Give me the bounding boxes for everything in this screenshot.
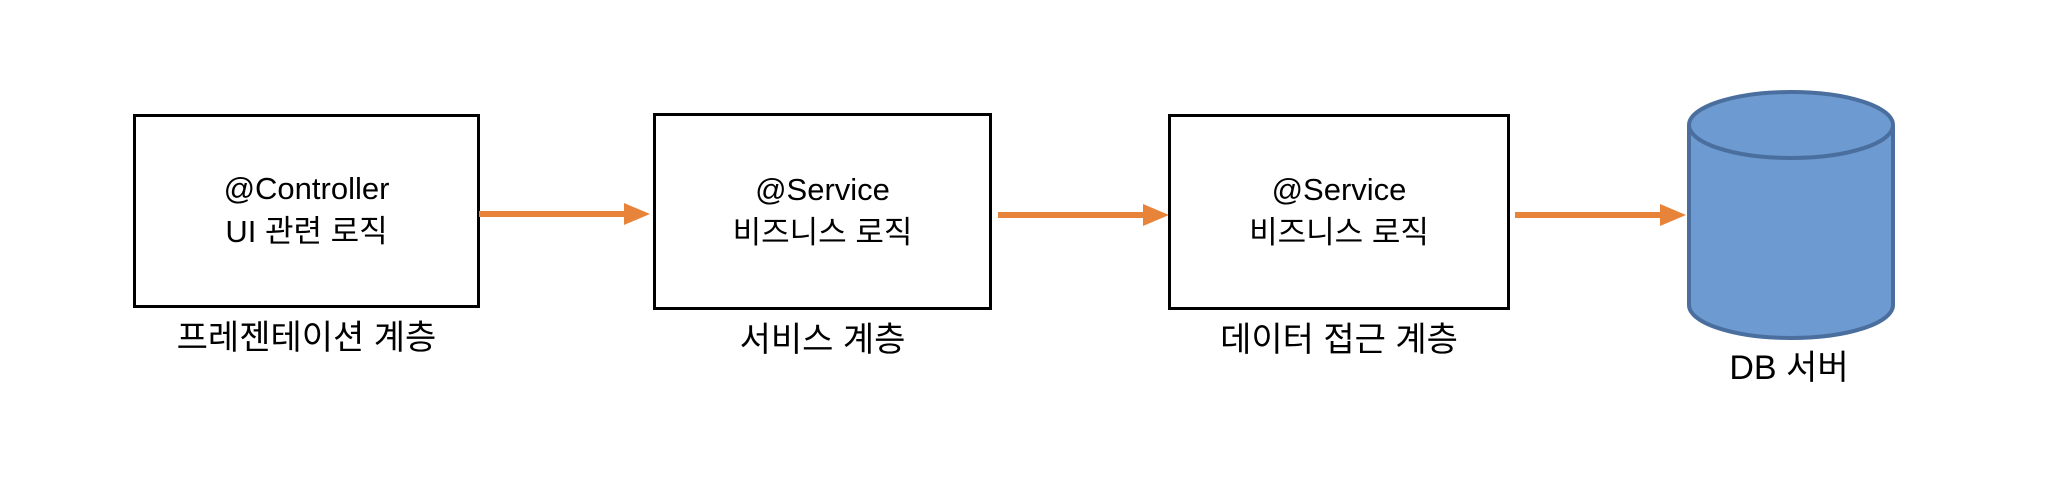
presentation-layer-label: 프레젠테이션 계층 xyxy=(176,319,437,357)
presentation-layer-box: @Controller UI 관련 로직 xyxy=(133,114,480,308)
data-access-box-annotation: @Service xyxy=(1271,172,1407,208)
arrow-head-icon xyxy=(1143,204,1169,226)
service-box-annotation: @Service xyxy=(755,171,890,207)
presentation-box-annotation: @Controller xyxy=(223,171,390,207)
data-access-layer-label: 데이터 접근 계층 xyxy=(1220,321,1458,359)
flow-arrow-2 xyxy=(998,204,1169,226)
service-layer-label: 서비스 계층 xyxy=(739,321,906,359)
data-access-layer-box: @Service 비즈니스 로직 xyxy=(1168,114,1510,310)
presentation-box-description: UI 관련 로직 xyxy=(225,214,388,249)
flow-arrow-1 xyxy=(479,203,650,225)
db-server-label: DB 서버 xyxy=(1729,349,1849,387)
flow-arrow-3 xyxy=(1515,204,1686,226)
cylinder-body xyxy=(1687,125,1895,340)
cylinder-top xyxy=(1687,90,1895,160)
data-access-box-description: 비즈니스 로직 xyxy=(1249,215,1429,250)
service-box-description: 비즈니스 로직 xyxy=(732,214,913,250)
arrow-head-icon xyxy=(1660,204,1686,226)
service-layer-box: @Service 비즈니스 로직 xyxy=(653,113,992,310)
arrow-head-icon xyxy=(624,203,650,225)
database-cylinder-icon xyxy=(1687,90,1895,340)
